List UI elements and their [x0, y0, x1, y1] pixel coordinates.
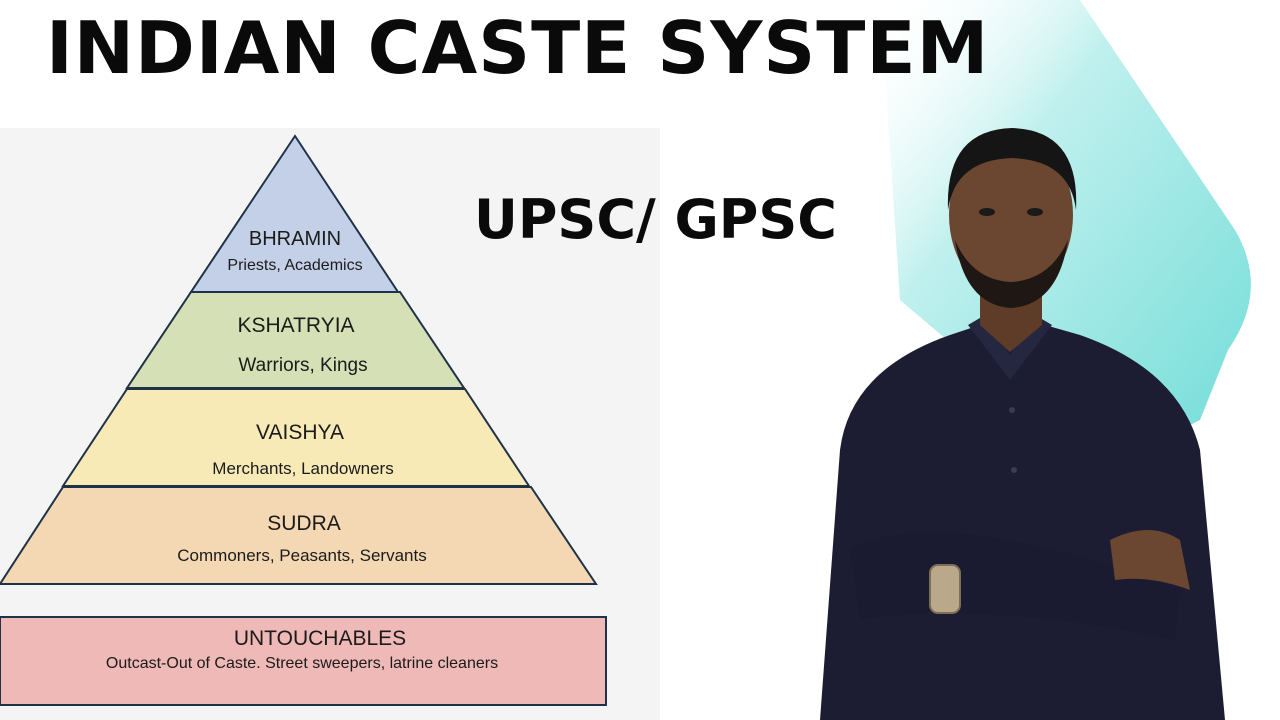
tier-kshatryia-desc: Warriors, Kings	[238, 355, 367, 376]
untouchables-desc: Outcast-Out of Caste. Street sweepers, l…	[106, 655, 498, 672]
tier-bhramin-desc: Priests, Academics	[227, 257, 362, 274]
presenter-hair	[947, 128, 1077, 210]
presenter-shirt	[820, 315, 1225, 720]
presenter-beard	[955, 240, 1068, 308]
presenter-photo	[820, 128, 1225, 720]
untouchables-name: UNTOUCHABLES	[234, 627, 406, 650]
exam-subtitle: UPSC/ GPSC	[474, 188, 837, 251]
tier-kshatryia-name: KSHATRYIA	[237, 314, 354, 337]
untouchables-box	[0, 616, 607, 706]
presenter-hand	[1110, 530, 1190, 590]
watch-icon	[929, 564, 961, 614]
presenter-crossed-arms	[850, 532, 1180, 640]
pyramid-tier-sudra	[0, 486, 598, 585]
caste-pyramid-diagram: BHRAMIN Priests, Academics KSHATRYIA War…	[0, 134, 607, 706]
page-title: INDIAN CASTE SYSTEM	[46, 6, 990, 90]
presenter-face	[949, 133, 1073, 297]
tier-sudra-name: SUDRA	[267, 512, 341, 535]
tier-bhramin-name: BHRAMIN	[249, 228, 341, 250]
tier-sudra-desc: Commoners, Peasants, Servants	[177, 546, 426, 565]
tier-vaishya-name: VAISHYA	[256, 421, 344, 444]
tier-vaishya-desc: Merchants, Landowners	[212, 459, 393, 478]
